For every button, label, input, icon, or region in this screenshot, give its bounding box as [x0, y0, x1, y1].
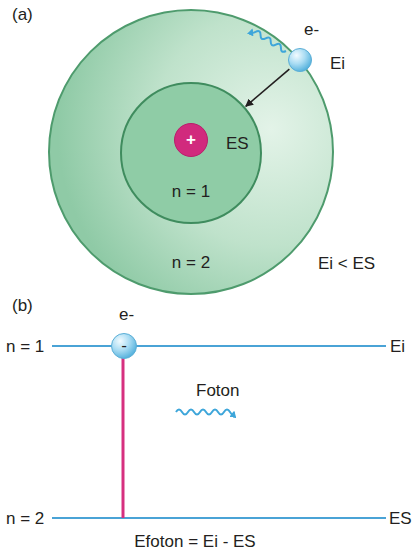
panel-label: (a) — [12, 5, 33, 25]
orbit-circle-shape — [49, 10, 333, 294]
energy-label: ES — [226, 134, 249, 154]
photon-wave — [251, 28, 288, 53]
energy-relation: Ei < ES — [318, 254, 375, 274]
electron-label: e- — [304, 20, 319, 40]
charge-sign: + — [186, 130, 196, 150]
orbit-number: n = 2 — [6, 509, 44, 529]
transition-arrow — [246, 69, 290, 106]
orbit-circle: ES n = 1 + — [120, 82, 262, 224]
transition-line — [122, 358, 125, 518]
electron-outline — [288, 48, 312, 72]
orbit-number: n = 2 — [172, 253, 210, 273]
panel-label: (b) — [12, 296, 33, 316]
electron-shape — [112, 334, 137, 359]
energy-label: Ei — [390, 337, 405, 357]
nucleus-shape — [175, 124, 208, 157]
nucleus: + — [174, 123, 208, 157]
electron: e-- — [111, 333, 137, 359]
electron-shape — [289, 49, 312, 72]
orbit-number: n = 1 — [172, 182, 210, 202]
orbit-circle: n = 2 ES n = 1 + e- — [48, 9, 334, 295]
electron-label: e- — [119, 305, 134, 325]
electron: e- — [288, 48, 312, 72]
energy-label: ES — [389, 509, 412, 529]
energy-label: Ei — [330, 54, 345, 74]
orbit-number: n = 1 — [6, 337, 44, 357]
equation: Efoton = Ei - ES — [134, 532, 255, 552]
energy-level-line — [52, 345, 386, 347]
energy-level-line — [52, 517, 386, 519]
orbit-circle-shape — [121, 83, 261, 223]
photon-label: Foton — [196, 381, 239, 401]
photon-wave — [176, 410, 234, 415]
charge-sign: - — [121, 336, 127, 356]
